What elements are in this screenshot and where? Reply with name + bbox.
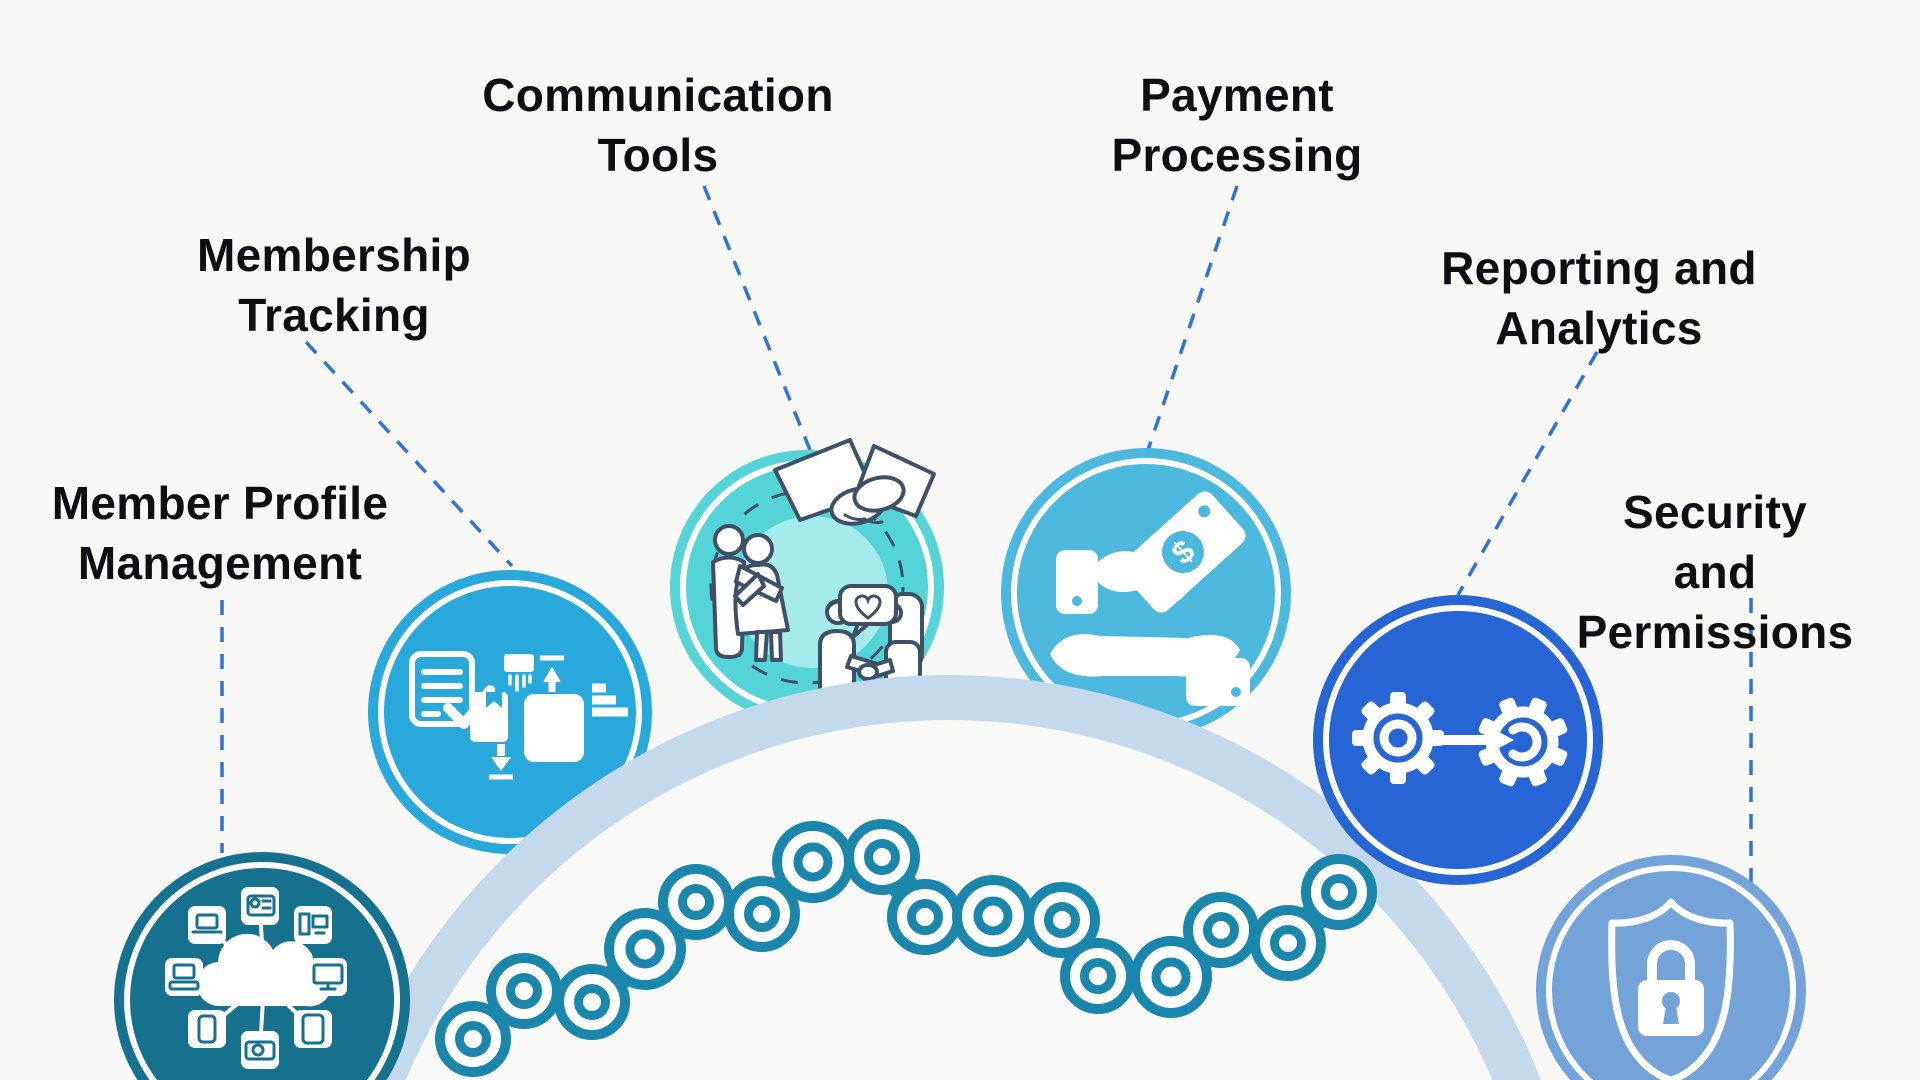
people-communication-icon — [709, 438, 936, 700]
connector-communication-tools — [702, 185, 812, 451]
heart-glyph — [854, 594, 882, 620]
label-communication-tools: Communication Tools — [482, 69, 834, 181]
process-arrow — [1436, 725, 1514, 755]
hugging-couple-figure — [711, 524, 790, 662]
chain-graphic — [435, 819, 1377, 1077]
label-payment-processing: Payment Processing — [1111, 69, 1363, 181]
connector-membership-tracking — [304, 340, 514, 568]
talking-pair-figure — [818, 584, 924, 700]
label-member-profile-management: Member Profile Management — [51, 477, 389, 589]
gears-arrow-icon — [1352, 692, 1568, 787]
reporting-analytics-circle — [1313, 595, 1603, 885]
membership-tracking-circle — [368, 570, 652, 854]
label-reporting-analytics: Reporting and Analytics — [1441, 242, 1757, 354]
shield-lock-icon — [1608, 898, 1734, 1080]
connector-payment-processing — [1146, 185, 1239, 451]
member-profile-ring — [124, 862, 400, 1080]
handshake-figure — [773, 438, 936, 526]
connector-reporting-analytics — [1456, 351, 1599, 596]
hand-money-icon: $ — [1050, 491, 1250, 706]
membership-tracking-ring — [378, 580, 642, 844]
reporting-analytics-ring — [1323, 605, 1593, 875]
security-permissions-circle — [1536, 855, 1806, 1080]
label-membership-tracking: Membership Tracking — [197, 229, 471, 341]
label-security-permissions: Security and Permissions — [1576, 486, 1854, 658]
cloud-shape — [196, 933, 332, 1007]
device-tiles — [165, 887, 347, 1069]
chain-links — [435, 819, 1377, 1077]
connector-lines — [220, 185, 1753, 885]
security-permissions-disc — [1536, 855, 1806, 1080]
membership-tracking-disc — [368, 570, 652, 854]
member-profile-management-circle — [114, 852, 410, 1080]
gear-left — [1352, 692, 1444, 784]
order-workflow-icon — [409, 651, 628, 780]
cloud-devices-icon — [165, 887, 347, 1069]
security-permissions-ring — [1546, 865, 1796, 1080]
communication-tools-circle — [670, 438, 944, 724]
payment-processing-circle: $ — [1001, 448, 1291, 738]
